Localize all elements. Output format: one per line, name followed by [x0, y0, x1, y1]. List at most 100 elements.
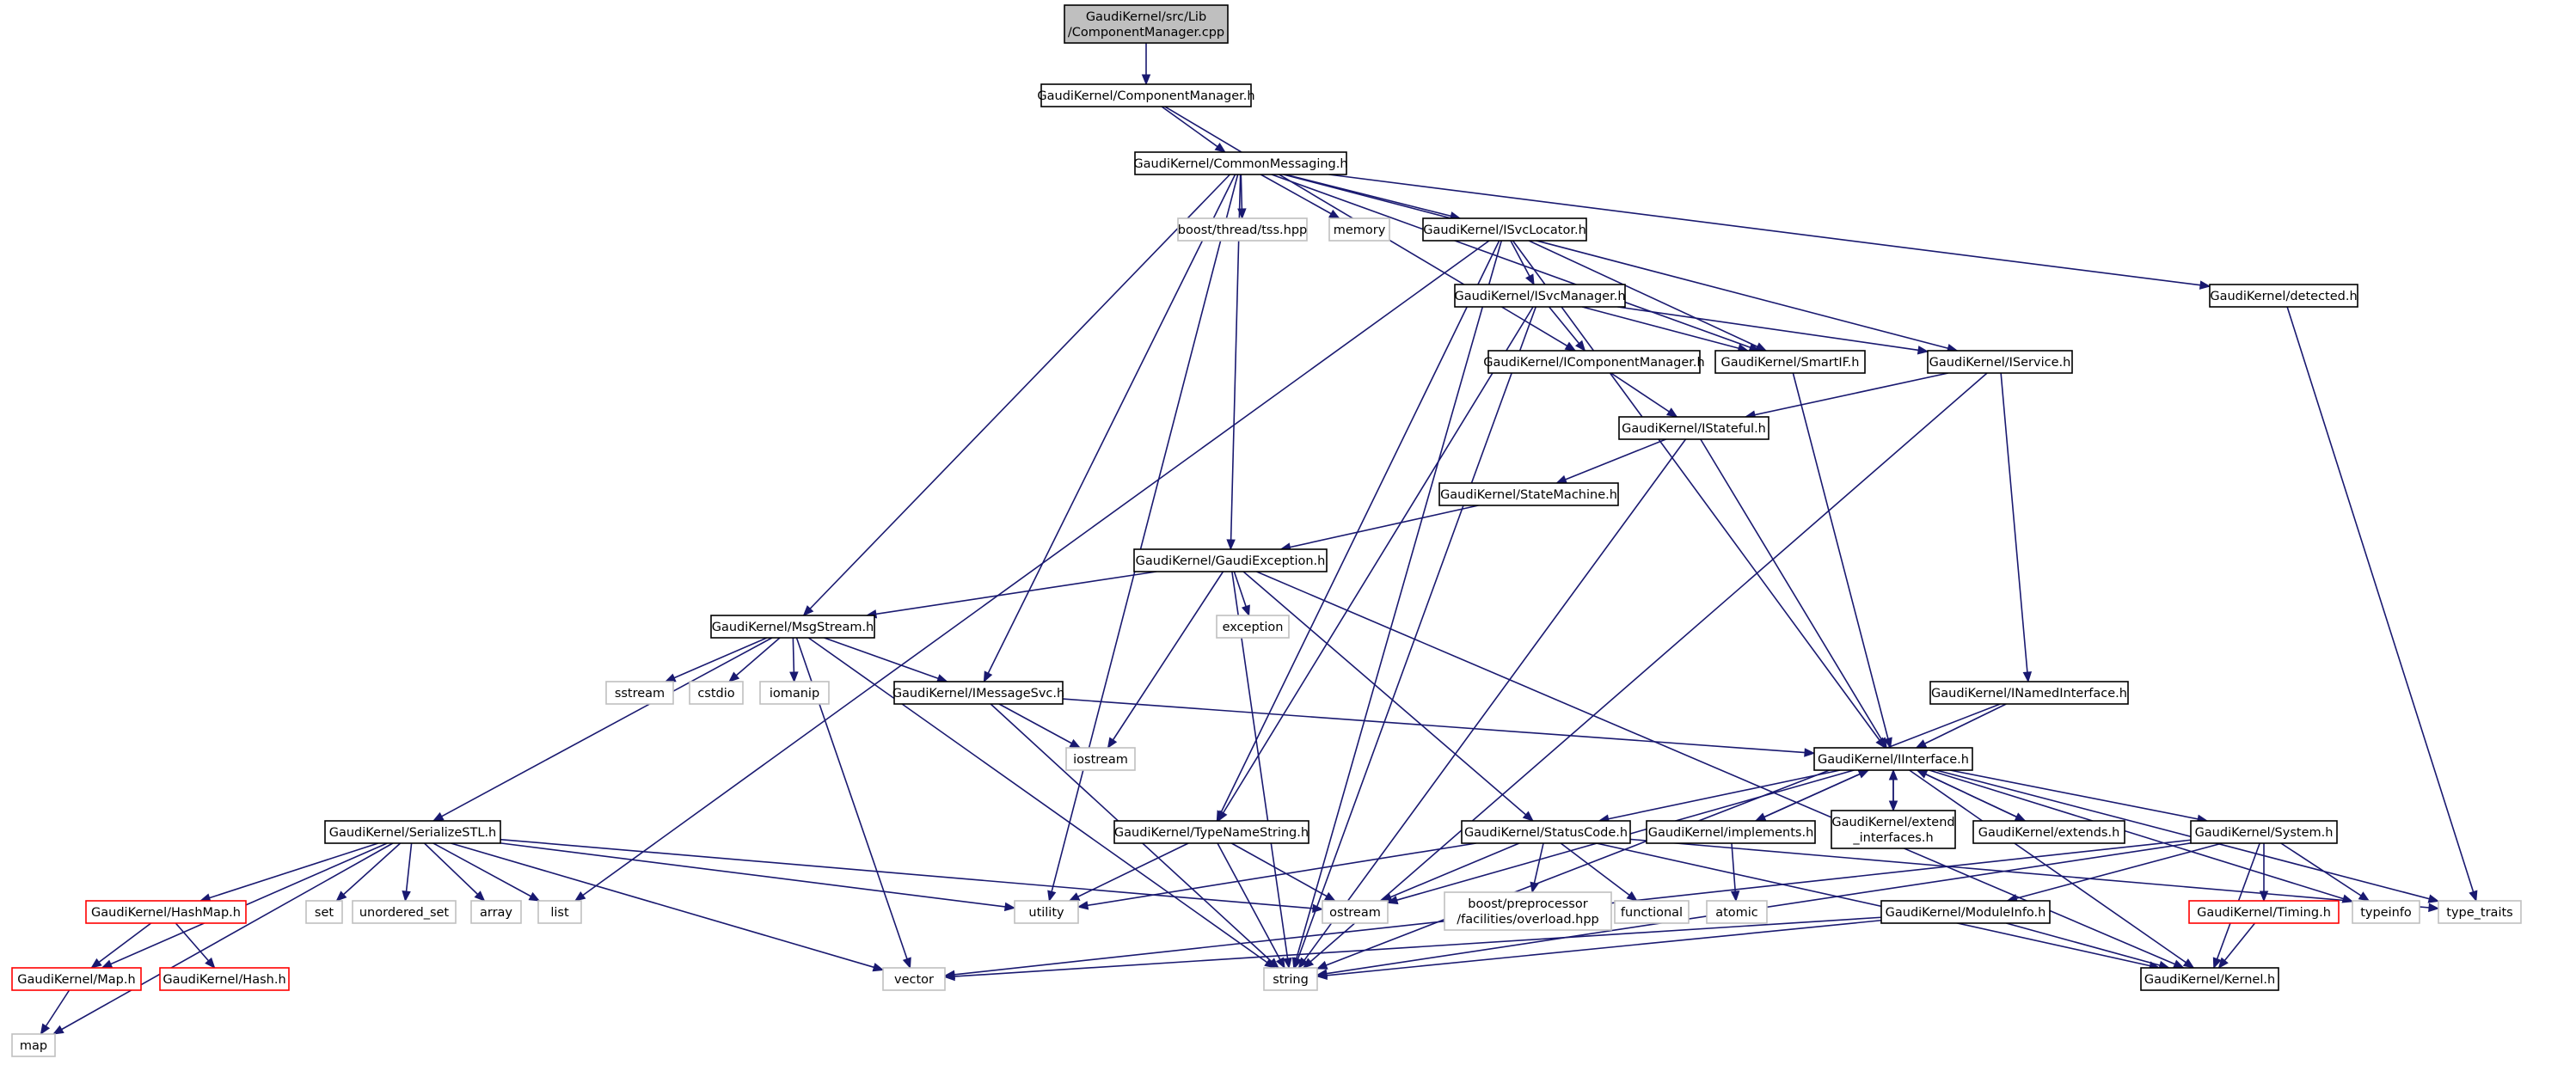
node-map_h[interactable]: GaudiKernel/Map.h: [11, 967, 142, 991]
node-typename[interactable]: GaudiKernel/TypeNameString.h: [1113, 820, 1309, 844]
arrowhead-imsgsvc-to-iinterface: [1804, 748, 1816, 757]
node-box-timing: [2188, 900, 2340, 924]
edge-serstl-to-hashmap: [199, 842, 379, 902]
arrowhead-istateful-to-string: [1297, 957, 1309, 970]
edge-iservice-to-istateful: [1745, 372, 1949, 418]
node-string: string: [1263, 967, 1318, 991]
arrowhead-statuscode-to-functional: [1626, 890, 1638, 902]
node-box-extends: [1972, 820, 2125, 844]
edge-istateful-to-iinterface: [1700, 438, 1887, 749]
edge-extends-to-iinterface: [1917, 769, 2026, 822]
edge-serstl-to-set: [335, 842, 402, 902]
arrowhead-gaudiexc-to-iostream: [1107, 737, 1118, 750]
node-box-exception: [1216, 615, 1290, 639]
arrowhead-msgstream-to-sstream: [664, 673, 677, 682]
arrowhead-cm_h-to-cmsg: [1214, 143, 1226, 153]
node-box-gaudiexc: [1133, 548, 1328, 572]
node-box-istateful: [1618, 416, 1769, 440]
node-box-iostream: [1065, 747, 1136, 771]
node-extend_if[interactable]: GaudiKernel/extend_interfaces.h: [1831, 810, 1956, 849]
node-isvcmgr[interactable]: GaudiKernel/ISvcManager.h: [1454, 284, 1626, 308]
edge-system-to-typeinfo: [2280, 842, 2370, 902]
edge-moduleinfo-to-string: [1316, 919, 1882, 977]
node-serstl[interactable]: GaudiKernel/SerializeSTL.h: [324, 820, 501, 844]
arrowhead-cmsg-to-gaudiexc: [1226, 539, 1236, 551]
node-label-memory: memory: [1334, 223, 1386, 237]
arrowhead-cmsg-to-utility: [1047, 890, 1057, 903]
node-icompmgr[interactable]: GaudiKernel/IComponentManager.h: [1483, 350, 1705, 374]
node-box-cmsg: [1134, 151, 1347, 175]
edge-icompmgr-to-istateful: [1610, 372, 1677, 418]
node-root[interactable]: GaudiKernel/src/Lib/ComponentManager.cpp: [1064, 4, 1229, 44]
node-label-hashmap: GaudiKernel/HashMap.h: [91, 906, 241, 920]
arrowhead-typename-to-string: [1275, 957, 1285, 970]
node-system[interactable]: GaudiKernel/System.h: [2190, 820, 2338, 844]
arrowhead-map_h-to-map: [40, 1023, 51, 1036]
node-imsgsvc[interactable]: GaudiKernel/IMessageSvc.h: [892, 681, 1064, 705]
node-box-type_traits: [2438, 900, 2522, 924]
node-iinterface[interactable]: GaudiKernel/IInterface.h: [1813, 747, 1973, 771]
arrowhead-typename-to-utility: [1068, 892, 1081, 902]
node-box-serstl: [324, 820, 501, 844]
arrowhead-timing-to-kernel: [2217, 957, 2229, 970]
node-box-vector: [882, 967, 946, 991]
node-box-sstream: [605, 681, 674, 705]
arrowhead-serstl-to-unordered_set: [402, 890, 411, 903]
node-implements[interactable]: GaudiKernel/implements.h: [1646, 820, 1816, 844]
edge-typename-to-utility: [1069, 842, 1189, 902]
node-msgstream[interactable]: GaudiKernel/MsgStream.h: [710, 615, 875, 639]
node-gaudiexc[interactable]: GaudiKernel/GaudiException.h: [1133, 548, 1328, 572]
node-cstdio: cstdio: [689, 681, 744, 705]
edge-istateful-to-string: [1297, 438, 1687, 969]
node-label-kernel: GaudiKernel/Kernel.h: [2144, 973, 2275, 987]
node-inamed[interactable]: GaudiKernel/INamedInterface.h: [1929, 681, 2129, 705]
node-label-extends: GaudiKernel/extends.h: [1978, 826, 2120, 840]
node-cm_h[interactable]: GaudiKernel/ComponentManager.h: [1037, 83, 1255, 107]
node-set: set: [305, 900, 343, 924]
node-box-imsgsvc: [893, 681, 1064, 705]
edge-cmsg-to-smartif: [1271, 174, 1760, 352]
node-detected[interactable]: GaudiKernel/detected.h: [2209, 284, 2358, 308]
node-label-iservice: GaudiKernel/IService.h: [1929, 356, 2071, 370]
node-moduleinfo[interactable]: GaudiKernel/ModuleInfo.h: [1880, 900, 2051, 924]
node-label-gaudiexc: GaudiKernel/GaudiException.h: [1136, 554, 1326, 568]
arrowhead-statuscode-to-boostpp: [1530, 881, 1539, 894]
arrowhead-serstl-to-set: [335, 890, 347, 902]
node-box-memory: [1328, 217, 1390, 242]
arrowhead-istateful-to-iinterface: [1877, 737, 1887, 750]
edge-isvcloc-to-iinterface: [1512, 240, 1886, 749]
node-istateful[interactable]: GaudiKernel/IStateful.h: [1618, 416, 1769, 440]
node-smartif[interactable]: GaudiKernel/SmartIF.h: [1714, 350, 1866, 374]
node-array: array: [470, 900, 522, 924]
node-extends[interactable]: GaudiKernel/extends.h: [1972, 820, 2125, 844]
arrowhead-moduleinfo-to-string: [1316, 970, 1328, 981]
arrowhead-hashmap-to-hash_h: [205, 957, 216, 969]
node-statemachine[interactable]: GaudiKernel/StateMachine.h: [1438, 482, 1619, 506]
node-box-kernel: [2140, 967, 2279, 991]
edges-layer: [40, 43, 2478, 1036]
node-cmsg[interactable]: GaudiKernel/CommonMessaging.h: [1133, 151, 1348, 175]
node-timing[interactable]: GaudiKernel/Timing.h: [2188, 900, 2340, 924]
edge-statemachine-to-gaudiexc: [1280, 505, 1479, 550]
node-statuscode[interactable]: GaudiKernel/StatusCode.h: [1461, 820, 1631, 844]
arrowhead-isvcmgr-to-iservice: [1917, 346, 1929, 355]
node-box-array: [470, 900, 522, 924]
edge-isvcloc-to-list: [574, 240, 1490, 902]
node-iservice[interactable]: GaudiKernel/IService.h: [1927, 350, 2073, 374]
edge-msgstream-to-string: [807, 637, 1276, 969]
arrowhead-cmsg-to-imsgsvc: [983, 670, 993, 683]
node-kernel[interactable]: GaudiKernel/Kernel.h: [2140, 967, 2279, 991]
edge-detected-to-type_traits: [2286, 306, 2477, 902]
node-label-vector: vector: [894, 973, 934, 987]
node-hashmap[interactable]: GaudiKernel/HashMap.h: [85, 900, 247, 924]
node-functional: functional: [1614, 900, 1690, 924]
node-label-inamed: GaudiKernel/INamedInterface.h: [1931, 687, 2127, 701]
node-unordered_set: unordered_set: [352, 900, 457, 924]
arrowhead-system-to-timing: [2259, 890, 2269, 903]
node-isvcloc[interactable]: GaudiKernel/ISvcLocator.h: [1422, 217, 1587, 242]
edge-moduleinfo-to-kernel: [2006, 922, 2169, 969]
arrowhead-cm_h-to-icompmgr: [1564, 341, 1577, 352]
node-label-set: set: [315, 906, 334, 920]
node-hash_h[interactable]: GaudiKernel/Hash.h: [159, 967, 290, 991]
edge-statuscode-to-utility: [1077, 842, 1476, 908]
